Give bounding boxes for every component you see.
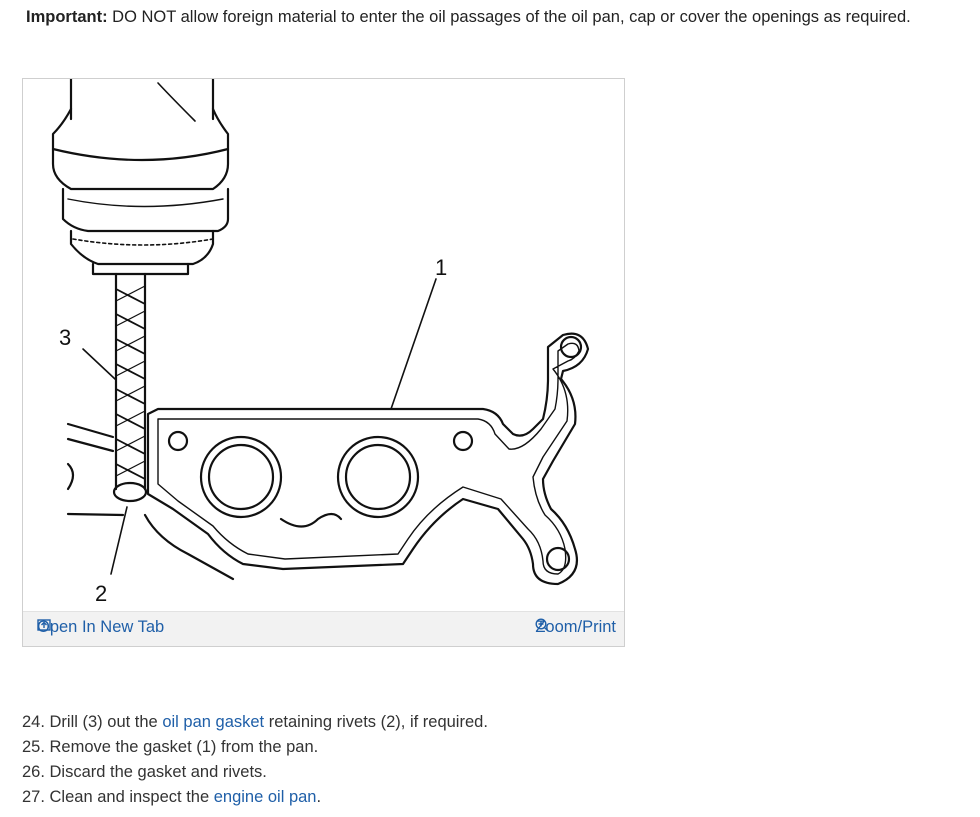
figure-toolbar: Open In New Tab Zoom/Print <box>23 611 624 646</box>
engine-oil-pan-link[interactable]: engine oil pan <box>213 788 317 806</box>
zoom-print-label: Zoom/Print <box>535 618 616 636</box>
important-notice: Important: DO NOT allow foreign material… <box>26 6 976 28</box>
step-26: 26. Discard the gasket and rivets. <box>22 760 488 785</box>
open-in-new-tab-link[interactable]: Open In New Tab <box>37 618 164 637</box>
procedure-steps: 24. Drill (3) out the oil pan gasket ret… <box>22 710 488 810</box>
step-text: 24. Drill (3) out the <box>22 713 163 731</box>
step-text: . <box>316 788 322 806</box>
callout-1: 1 <box>435 255 447 280</box>
oil-pan-gasket-link[interactable]: oil pan gasket <box>162 713 265 731</box>
callout-3: 3 <box>59 325 71 350</box>
important-text: DO NOT allow foreign material to enter t… <box>107 8 911 26</box>
illustration-figure: 3 1 2 Open In New Tab Zoom/Print <box>22 78 625 647</box>
step-27: 27. Clean and inspect the engine oil pan… <box>22 785 488 810</box>
step-24: 24. Drill (3) out the oil pan gasket ret… <box>22 710 488 735</box>
open-new-tab-icon <box>37 619 51 631</box>
step-25: 25. Remove the gasket (1) from the pan. <box>22 735 488 760</box>
callout-2: 2 <box>95 581 107 606</box>
step-text: 25. Remove the gasket (1) from the pan. <box>22 738 319 756</box>
important-label: Important: <box>26 8 108 26</box>
open-in-new-tab-label: Open In New Tab <box>37 618 165 636</box>
step-text: 26. Discard the gasket and rivets. <box>22 763 267 781</box>
drill-gasket-illustration: 3 1 2 <box>51 79 590 606</box>
step-text: 27. Clean and inspect the <box>22 788 214 806</box>
zoom-in-icon <box>535 618 549 632</box>
zoom-print-link[interactable]: Zoom/Print <box>535 618 616 637</box>
step-text: retaining rivets (2), if required. <box>264 713 488 731</box>
